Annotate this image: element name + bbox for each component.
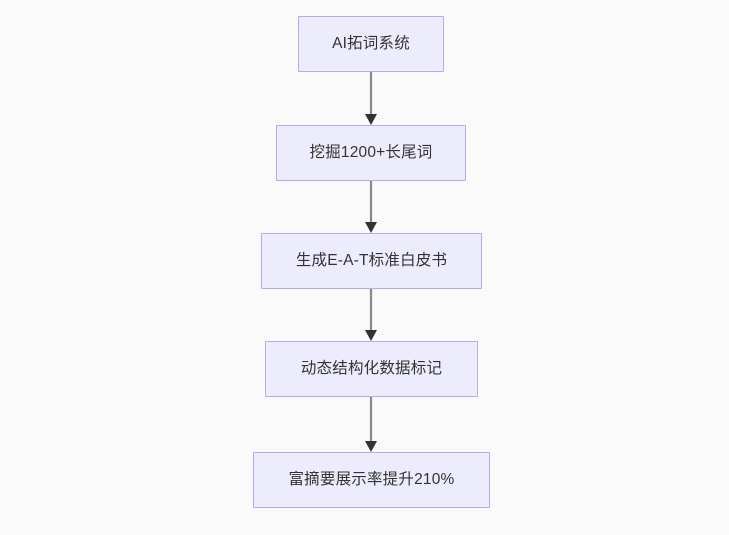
node-label: 动态结构化数据标记 <box>300 359 443 377</box>
node-label: AI拓词系统 <box>332 34 410 52</box>
edge-n4-n5 <box>361 397 381 452</box>
arrowhead-icon <box>365 330 377 341</box>
arrowhead-icon <box>365 222 377 233</box>
flowchart-node-generate-eat-whitepaper[interactable]: 生成E-A-T标准白皮书 <box>261 233 482 289</box>
node-label: 富摘要展示率提升210% <box>288 470 455 488</box>
flowchart-node-ai-keyword-system[interactable]: AI拓词系统 <box>298 16 444 72</box>
edge-n3-n4 <box>361 289 381 341</box>
flowchart-node-rich-snippet-impression-uplift[interactable]: 富摘要展示率提升210% <box>253 452 490 508</box>
arrowhead-icon <box>365 114 377 125</box>
flowchart-node-mine-longtail-keywords[interactable]: 挖掘1200+长尾词 <box>276 125 466 181</box>
node-label: 生成E-A-T标准白皮书 <box>295 251 448 269</box>
flowchart-node-dynamic-structured-data-markup[interactable]: 动态结构化数据标记 <box>265 341 478 397</box>
edge-n2-n3 <box>361 181 381 233</box>
arrowhead-icon <box>365 441 377 452</box>
node-label: 挖掘1200+长尾词 <box>309 143 433 161</box>
edge-n1-n2 <box>361 72 381 125</box>
